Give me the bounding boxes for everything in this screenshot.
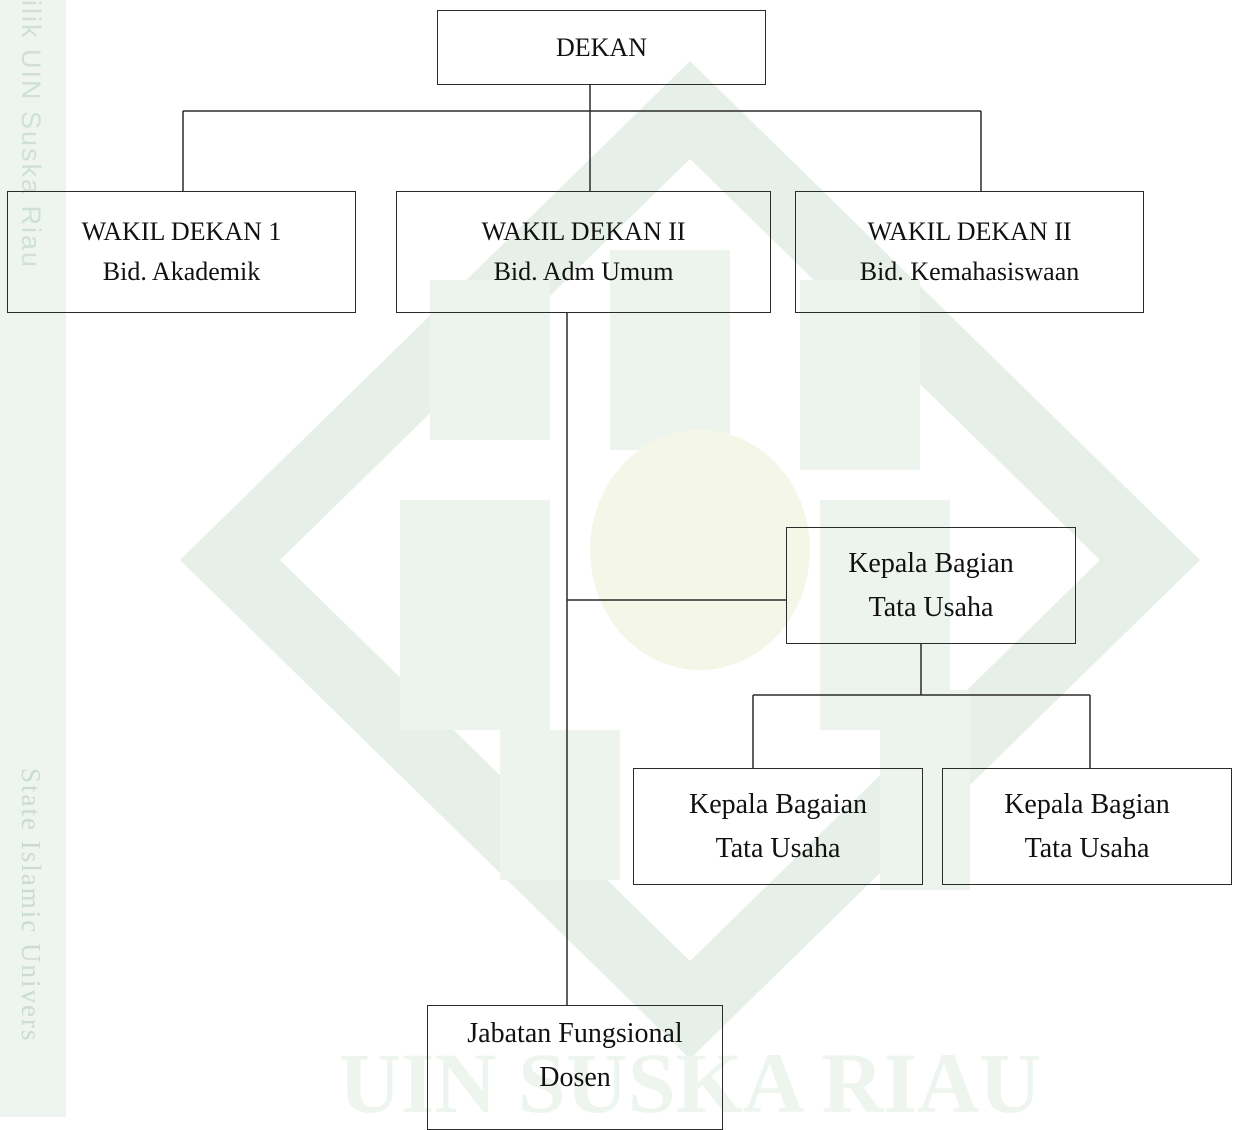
left-margin-strip: ilik UIN Suska Riau State Islamic Univer…: [0, 0, 66, 1117]
kabag-line-1: Kepala Bagian: [848, 547, 1014, 579]
wakil1-line-1: WAKIL DEKAN 1: [81, 217, 282, 246]
kasub1-line-2: Tata Usaha: [715, 832, 841, 864]
wakil3-line-2: Bid. Kemahasiswaan: [859, 257, 1080, 286]
kabag-line-2: Tata Usaha: [868, 591, 994, 623]
kasub2-line-1: Kepala Bagian: [1004, 788, 1170, 820]
wakil2-line-1: WAKIL DEKAN II: [481, 217, 686, 246]
side-watermark-top: ilik UIN Suska Riau: [16, 0, 46, 270]
kasub2-line-2: Tata Usaha: [1024, 832, 1150, 864]
wakil-dekan-3-box: WAKIL DEKAN II Bid. Kemahasiswaan: [795, 191, 1144, 313]
bottom-watermark-text: UIN SUSKA RIAU: [339, 1035, 1042, 1117]
kasub1-line-1: Kepala Bagaian: [688, 788, 868, 820]
wakil-dekan-2-box: WAKIL DEKAN II Bid. Adm Umum: [396, 191, 771, 313]
wakil3-line-1: WAKIL DEKAN II: [867, 217, 1072, 246]
wakil2-line-2: Bid. Adm Umum: [493, 257, 674, 286]
side-watermark-bottom: State Islamic Univers: [16, 768, 46, 1043]
wakil-dekan-1-box: WAKIL DEKAN 1 Bid. Akademik: [7, 191, 356, 313]
jabatan-line-1: Jabatan Fungsional: [467, 1018, 683, 1049]
kepala-subbagian-1-box: Kepala Bagaian Tata Usaha: [633, 768, 923, 885]
dekan-line-1: DEKAN: [556, 32, 647, 62]
kepala-subbagian-2-box: Kepala Bagian Tata Usaha: [942, 768, 1232, 885]
wakil1-line-2: Bid. Akademik: [102, 257, 261, 286]
jabatan-fungsional-box: Jabatan Fungsional Dosen: [427, 1005, 723, 1130]
jabatan-line-2: Dosen: [539, 1062, 611, 1093]
kepala-bagian-box: Kepala Bagian Tata Usaha: [786, 527, 1076, 644]
dekan-box: DEKAN: [437, 10, 766, 85]
